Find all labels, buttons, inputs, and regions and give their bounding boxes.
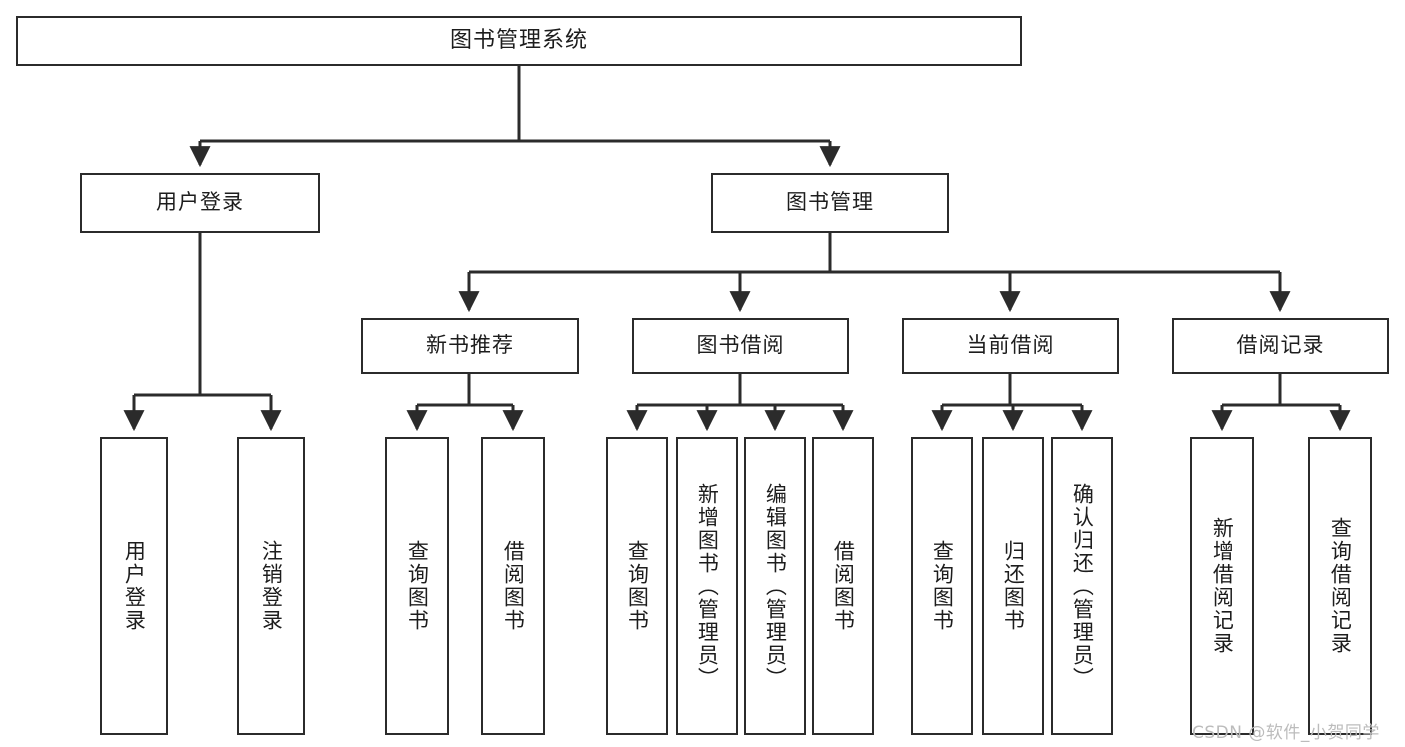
leaf-add-borrow-record[interactable]: 新增借阅记录 <box>1190 437 1254 735</box>
node-new-book-recommendation[interactable]: 新书推荐 <box>361 318 579 374</box>
leaf-query-book-current[interactable]: 查询图书 <box>911 437 973 735</box>
leaf-query-borrow-record[interactable]: 查询借阅记录 <box>1308 437 1372 735</box>
node-current-borrow[interactable]: 当前借阅 <box>902 318 1119 374</box>
leaf-query-book-recommendation[interactable]: 查询图书 <box>385 437 449 735</box>
node-root-book-management-system[interactable]: 图书管理系统 <box>16 16 1022 66</box>
node-borrow-record[interactable]: 借阅记录 <box>1172 318 1389 374</box>
node-book-borrow[interactable]: 图书借阅 <box>632 318 849 374</box>
leaf-borrow-book-recommendation[interactable]: 借阅图书 <box>481 437 545 735</box>
leaf-return-book[interactable]: 归还图书 <box>982 437 1044 735</box>
leaf-user-logout[interactable]: 注销登录 <box>237 437 305 735</box>
leaf-user-login[interactable]: 用户登录 <box>100 437 168 735</box>
node-book-management[interactable]: 图书管理 <box>711 173 949 233</box>
csdn-watermark: CSDN @软件_小贺同学 <box>1192 723 1380 743</box>
leaf-query-book-borrow[interactable]: 查询图书 <box>606 437 668 735</box>
leaf-confirm-return-admin[interactable]: 确认归还（管理员） <box>1051 437 1113 735</box>
leaf-borrow-book[interactable]: 借阅图书 <box>812 437 874 735</box>
node-user-login[interactable]: 用户登录 <box>80 173 320 233</box>
leaf-edit-book-admin[interactable]: 编辑图书（管理员） <box>744 437 806 735</box>
leaf-add-book-admin[interactable]: 新增图书（管理员） <box>676 437 738 735</box>
